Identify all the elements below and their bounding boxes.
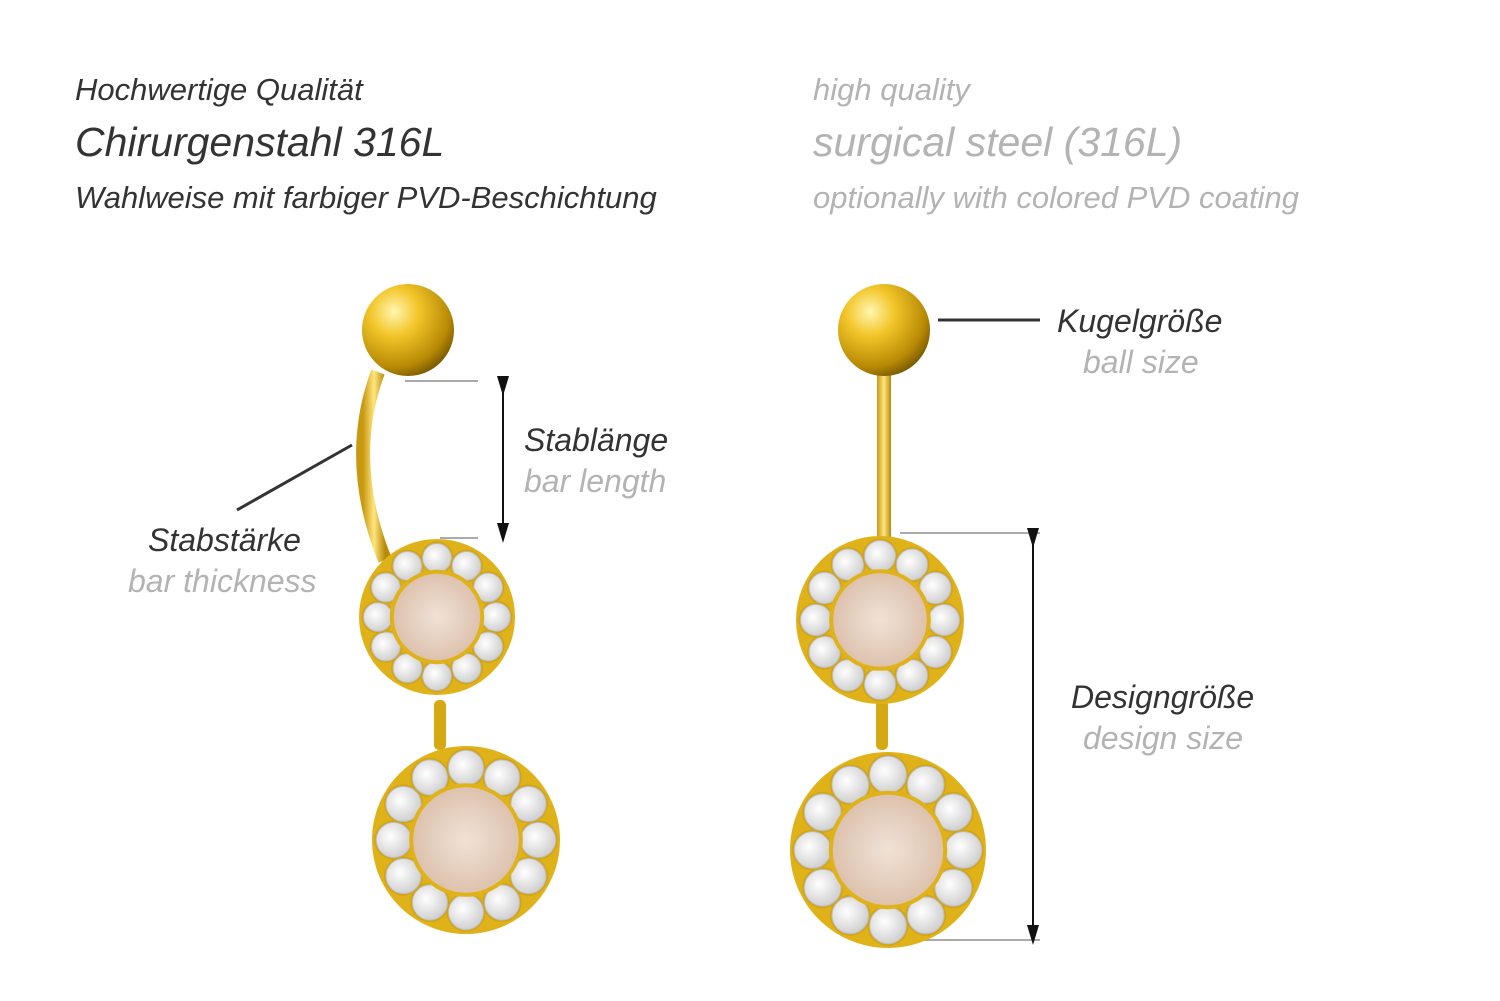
clear-stone — [906, 896, 945, 935]
label-bar-thickness-de: Stabstärke — [148, 522, 301, 558]
clear-stone — [831, 548, 865, 581]
clear-stone — [831, 659, 865, 692]
clear-stone — [803, 868, 842, 907]
heading-en-material: surgical steel (316L) — [813, 119, 1183, 165]
clear-stone — [422, 661, 452, 691]
clear-stone — [447, 894, 485, 931]
center-champagne-stone — [832, 794, 944, 906]
clear-stone — [934, 868, 973, 907]
clear-stone — [944, 831, 983, 869]
right-ball — [838, 284, 930, 376]
clear-stone — [869, 755, 907, 794]
clear-stone — [803, 793, 842, 832]
clear-stone — [793, 831, 832, 869]
left-curved-bar — [356, 369, 392, 563]
clear-stone — [863, 539, 897, 573]
left-top-flower — [359, 539, 515, 695]
label-bar-thickness-en: bar thickness — [128, 563, 317, 599]
center-champagne-stone — [833, 573, 927, 667]
clear-stone — [411, 759, 449, 796]
clear-stone — [411, 884, 449, 921]
clear-stone — [483, 759, 521, 796]
label-design-size-de: Designgröße — [1071, 679, 1255, 715]
clear-stone — [483, 884, 521, 921]
clear-stone — [385, 785, 422, 823]
label-ball-size-de: Kugelgröße — [1057, 303, 1223, 339]
clear-stone — [510, 785, 547, 823]
clear-stone — [831, 765, 870, 804]
clear-stone — [863, 667, 897, 701]
clear-stone — [919, 635, 952, 669]
heading-de-coating: Wahlweise mit farbiger PVD-Beschichtung — [75, 180, 657, 215]
clear-stone — [510, 857, 547, 895]
clear-stone — [520, 821, 557, 859]
clear-stone — [869, 906, 907, 945]
heading-en-quality: high quality — [813, 72, 970, 107]
label-bar-length-de: Stablänge — [524, 422, 669, 458]
label-design-size-en: design size — [1083, 720, 1244, 756]
left-bottom-flower — [372, 746, 560, 934]
clear-stone — [934, 793, 973, 832]
label-ball-size-en: ball size — [1083, 344, 1199, 380]
heading-de-quality: Hochwertige Qualität — [75, 72, 363, 107]
clear-stone — [927, 603, 961, 637]
bar-length-guides — [405, 376, 509, 543]
heading-en-coating: optionally with colored PVD coating — [813, 180, 1299, 215]
clear-stone — [831, 896, 870, 935]
center-champagne-stone — [393, 573, 481, 661]
clear-stone — [422, 543, 452, 573]
clear-stone — [799, 603, 833, 637]
clear-stone — [919, 571, 952, 605]
clear-stone — [363, 602, 393, 632]
clear-stone — [385, 857, 422, 895]
clear-stone — [375, 821, 412, 859]
center-champagne-stone — [413, 787, 519, 893]
right-link — [876, 700, 888, 750]
heading-de-material: Chirurgenstahl 316L — [75, 119, 445, 165]
clear-stone — [447, 749, 485, 786]
right-bottom-flower — [790, 752, 986, 948]
clear-stone — [808, 571, 841, 605]
right-top-flower — [796, 536, 964, 704]
label-bar-length-en: bar length — [524, 463, 667, 499]
left-link — [434, 700, 446, 750]
clear-stone — [481, 602, 511, 632]
clear-stone — [808, 635, 841, 669]
right-straight-bar — [877, 370, 891, 545]
clear-stone — [895, 659, 929, 692]
bar-thickness-pointer — [236, 443, 353, 512]
clear-stone — [895, 548, 929, 581]
left-ball — [362, 284, 454, 376]
clear-stone — [906, 765, 945, 804]
